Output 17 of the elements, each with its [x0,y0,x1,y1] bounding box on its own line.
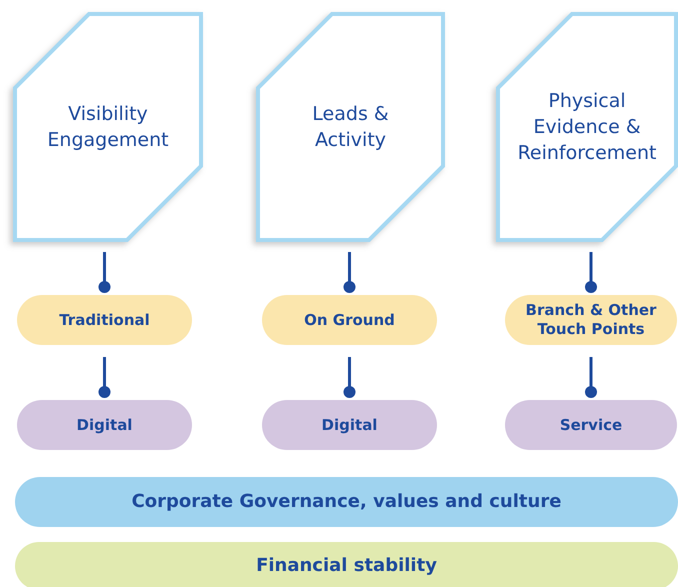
card-title: Visibility Engagement [46,102,170,153]
connector-line [585,252,597,293]
channel-pill: Digital [17,400,192,450]
category-pill: Branch & Other Touch Points [505,295,677,345]
connector-line [585,357,597,398]
connector-line [344,357,356,398]
connector-line [98,357,110,398]
foundation-band: Financial stability [15,542,678,587]
card-title: Leads & Activity [311,102,390,153]
foundation-band: Corporate Governance, values and culture [15,477,678,527]
card-title: Physical Evidence & Reinforcement [518,89,656,166]
connector-line [344,252,356,293]
channel-pill: Digital [262,400,437,450]
category-pill: On Ground [262,295,437,345]
channel-pill: Service [505,400,677,450]
connector-line [98,252,110,293]
category-pill: Traditional [17,295,192,345]
